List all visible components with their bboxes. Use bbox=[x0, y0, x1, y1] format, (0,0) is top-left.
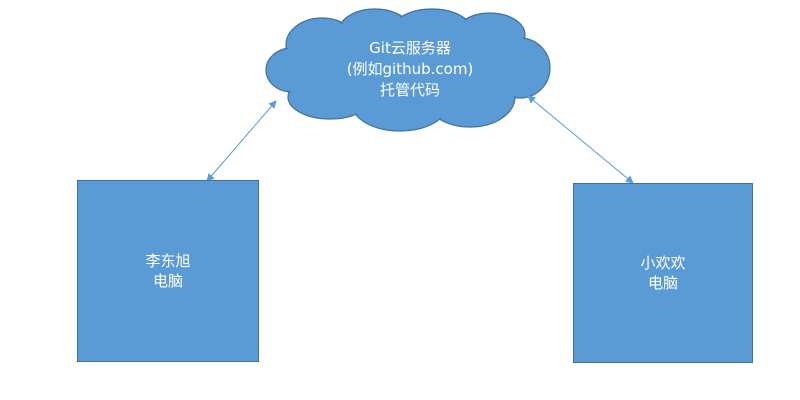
right-node-owner: 小欢欢 bbox=[640, 254, 686, 272]
connector-left bbox=[206, 100, 277, 182]
computer-node-right: 小欢欢 电脑 bbox=[573, 183, 753, 363]
left-node-owner: 李东旭 bbox=[145, 252, 191, 270]
right-node-type: 电脑 bbox=[647, 274, 678, 292]
cloud-label: Git云服务器 (例如github.com) 托管代码 bbox=[300, 38, 520, 101]
computer-node-left: 李东旭 电脑 bbox=[77, 180, 259, 362]
left-node-type: 电脑 bbox=[152, 272, 183, 290]
cloud-label-line-2: (例如github.com) bbox=[346, 60, 474, 78]
cloud-label-line-1: Git云服务器 bbox=[369, 39, 451, 57]
connector-right bbox=[527, 95, 634, 184]
cloud-label-line-3: 托管代码 bbox=[379, 81, 440, 99]
cloud-shape bbox=[265, 8, 551, 132]
